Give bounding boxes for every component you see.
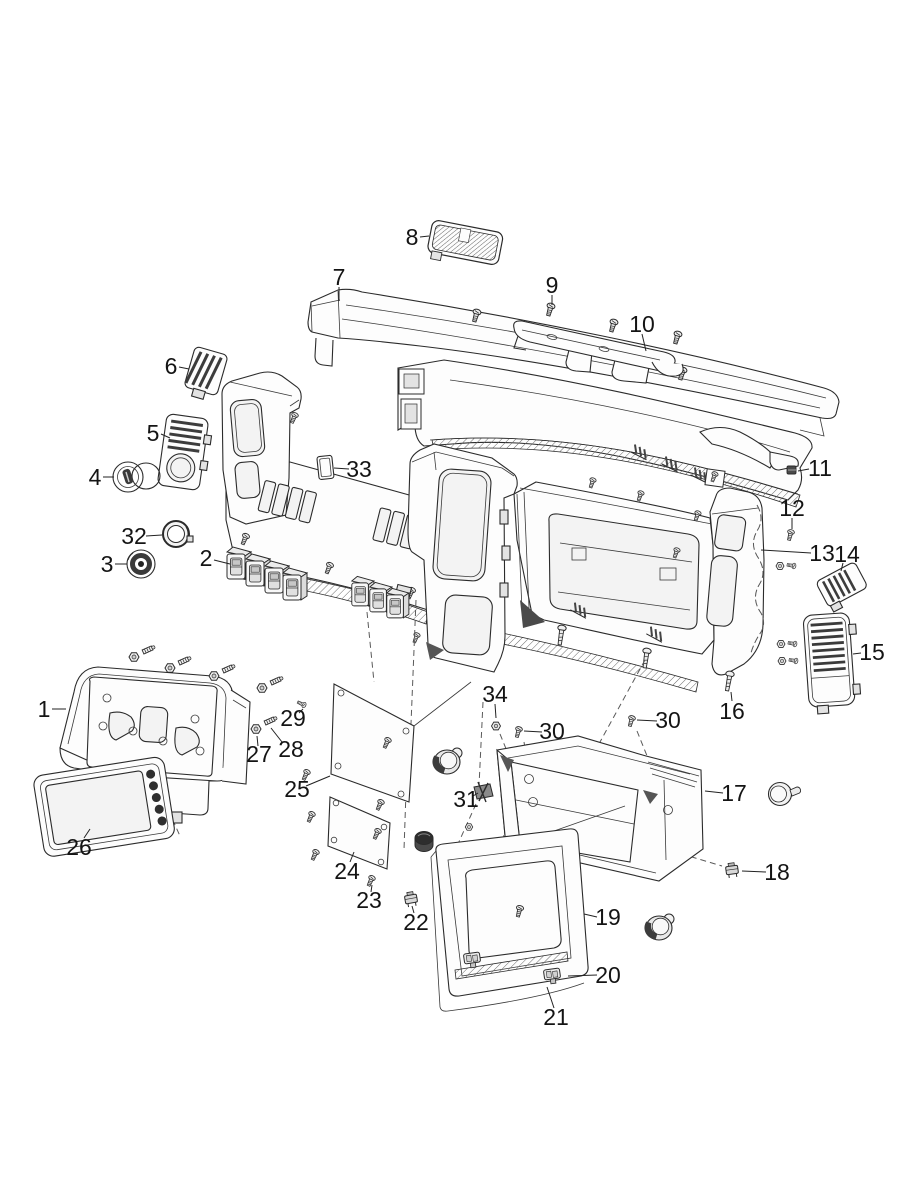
callout-34: 34 — [482, 681, 508, 707]
callout-14: 14 — [834, 541, 860, 567]
callout-1: 1 — [38, 696, 51, 722]
callout-24: 24 — [334, 858, 360, 884]
callout-28: 28 — [278, 736, 304, 762]
part-18-clip — [724, 861, 740, 879]
callout-3: 3 — [101, 551, 114, 577]
callout-15: 15 — [859, 639, 885, 665]
nut-34 — [491, 721, 501, 731]
screw-23 — [365, 874, 377, 888]
part-25-cover-plate — [330, 681, 472, 803]
glovebox-opening — [548, 513, 700, 630]
callout-13: 13 — [809, 540, 835, 566]
round-plug-b — [414, 831, 434, 852]
part-4-ignition-switch — [112, 461, 161, 493]
round-plug-a — [431, 747, 463, 775]
callout-33: 33 — [346, 456, 372, 482]
part-31-clip — [473, 781, 494, 803]
callout-2: 2 — [200, 545, 213, 571]
callout-25: 25 — [284, 776, 310, 802]
callout-30b: 30 — [655, 707, 681, 733]
callout-30: 30 — [539, 718, 565, 744]
callout-7: 7 — [333, 264, 346, 290]
part-3-push-button — [126, 549, 156, 579]
callout-6: 6 — [165, 353, 178, 379]
callout-12: 12 — [779, 495, 805, 521]
part-19-glovebox-door — [430, 828, 589, 1012]
panel-right-face — [513, 476, 715, 669]
panel-switch-slot-bank-left — [257, 480, 317, 524]
callout-26: 26 — [66, 834, 92, 860]
callout-32: 32 — [121, 523, 147, 549]
panel-center-frame — [393, 443, 518, 673]
part-10-retainer-strip — [513, 320, 684, 377]
stud-28 — [263, 715, 279, 726]
panel-edge-fasteners — [775, 561, 799, 665]
part-22-clip — [403, 890, 419, 908]
nut-below-31 — [464, 823, 474, 831]
callout-numbers: 1 2 3 4 5 6 7 8 9 10 11 12 13 14 15 16 1… — [38, 224, 885, 1030]
callout-31: 31 — [453, 786, 479, 812]
callout-10: 10 — [629, 311, 655, 337]
main-instrument-panel-body — [221, 371, 799, 693]
part-15-vent-assembly — [802, 612, 862, 715]
callout-18: 18 — [764, 859, 790, 885]
screw-12 — [785, 528, 796, 542]
part-8-defroster-grille — [427, 220, 504, 265]
nut-27 — [250, 724, 262, 734]
substrate-end-hump — [699, 426, 777, 469]
callout-22: 22 — [403, 909, 429, 935]
callout-5: 5 — [147, 420, 160, 446]
callout-19: 19 — [595, 904, 621, 930]
callout-9: 9 — [546, 272, 559, 298]
callout-17: 17 — [721, 780, 747, 806]
panel-break-line — [750, 504, 765, 654]
upper-dash-substrate-panel — [397, 359, 813, 508]
part-33-blank-plug — [316, 454, 335, 480]
part-11-clip — [786, 465, 797, 475]
panel-end-cap — [706, 487, 765, 676]
round-plug-d — [767, 781, 802, 807]
part-1-cluster-housing — [59, 666, 251, 824]
callout-11: 11 — [808, 455, 832, 481]
callout-21: 21 — [543, 1004, 569, 1030]
part-14-vent-grille — [816, 562, 867, 613]
screw-9 — [543, 301, 557, 318]
part-5-vent-assembly — [157, 413, 213, 491]
callout-23: 23 — [356, 887, 382, 913]
callout-8: 8 — [406, 224, 419, 250]
callout-29: 29 — [280, 705, 306, 731]
part-6-vent-grille — [184, 346, 228, 400]
callout-16: 16 — [719, 698, 745, 724]
round-plug-c — [643, 913, 675, 941]
screw-30b — [626, 714, 637, 728]
callout-27: 27 — [246, 741, 272, 767]
callout-4: 4 — [89, 464, 102, 490]
screw-30a — [513, 725, 524, 739]
callout-20: 20 — [595, 962, 621, 988]
part-32-bezel-ring — [162, 520, 194, 548]
part-26-display-unit — [33, 756, 175, 857]
callout-leaders — [52, 235, 862, 1009]
part-24-cover-plate — [327, 796, 391, 870]
